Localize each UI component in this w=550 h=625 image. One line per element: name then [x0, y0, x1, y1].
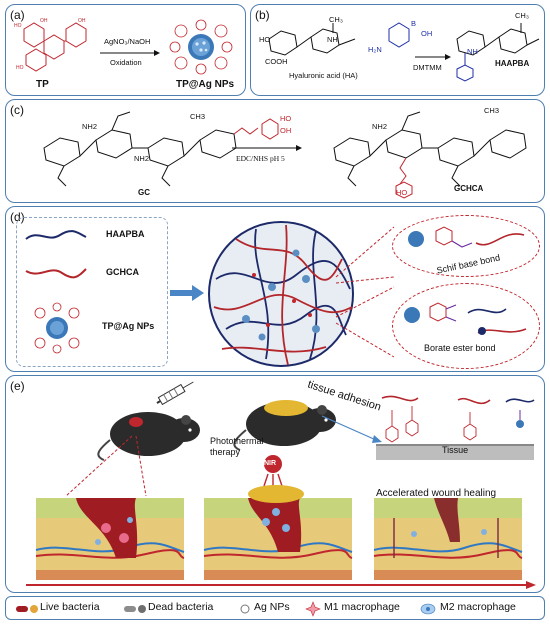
mouse-wounded [97, 412, 200, 461]
ha-nh: NH [327, 35, 338, 44]
dead-bacteria-icon [124, 605, 146, 613]
reagent-a-bottom: Oxidation [110, 58, 142, 67]
apba-molecule [388, 22, 410, 48]
tp-ag-nanoparticle [169, 19, 233, 75]
ha-ch3: CH₃ [329, 15, 343, 24]
reaction-arrow-c [232, 145, 302, 151]
hca-molecule [233, 118, 279, 140]
borate-bond-label: Borate ester bond [424, 343, 496, 353]
process-arrow-d [170, 285, 204, 301]
panel-a: (a) HO OH OH HO TP AgNO₃/NaOH Oxidation TP@… [5, 4, 246, 96]
haapba-chain-icon [25, 230, 87, 240]
ha-cooh: COOH [265, 57, 288, 66]
tp-label: TP [36, 79, 49, 90]
tissue-block [376, 444, 534, 460]
reagent-b: DMTMM [413, 63, 442, 72]
schiff-bond-structure [408, 226, 525, 248]
skin-section-therapy [203, 485, 353, 580]
nir-label: NIR [264, 460, 277, 467]
legend-dead-bacteria: Dead bacteria [148, 601, 214, 613]
legend-m1-macrophage: M1 macrophage [324, 601, 400, 613]
component-tp-ag: TP@Ag NPs [102, 321, 155, 331]
zoom-lines [335, 226, 395, 358]
tp-ag-icon [34, 302, 80, 354]
reaction-arrow-a [100, 50, 160, 56]
gchca-chain-icon [25, 268, 87, 279]
panel-e-label: (e) [10, 379, 25, 393]
hca-ho: HO [280, 114, 292, 123]
m2-macrophage-icon [420, 603, 436, 615]
legend-m2-macrophage: M2 macrophage [440, 601, 516, 613]
hca-oh: OH [280, 126, 292, 135]
ag-np-icon [240, 604, 250, 614]
gchca-ch3: CH3 [484, 106, 500, 115]
photothermal-label: Photothermal therapy [210, 436, 264, 457]
ha-label: Hyaluronic acid (HA) [289, 71, 358, 80]
component-haapba: HAAPBA [106, 229, 145, 239]
hydrogel-network [208, 221, 354, 367]
gchca-label: GCHCA [454, 184, 484, 193]
components-box [16, 217, 168, 367]
panel-d: (d) HAAPBA GCHCA TP@Ag NPs [5, 206, 545, 372]
adhesion-arrow [321, 415, 382, 443]
legend-live-bacteria: Live bacteria [40, 601, 100, 613]
tp-ag-label: TP@Ag NPs [176, 79, 235, 90]
apba-b: B [411, 19, 417, 28]
component-gchca: GCHCA [106, 267, 139, 277]
healing-label: Accelerated wound healing [376, 488, 497, 499]
apba-h2n: H₂N [368, 45, 382, 54]
legend-ag-nps: Ag NPs [254, 601, 290, 613]
svg-text:HO: HO [14, 23, 22, 29]
panel-c: (c) NH2 NH2 CH3 GC HO OH EDC/NHS pH 5 [5, 99, 545, 203]
timeline-arrow [26, 581, 536, 589]
mouse-adhesion [233, 400, 336, 451]
panel-b-label: (b) [255, 8, 270, 22]
svg-text:OH: OH [40, 18, 48, 24]
syringe-icon [156, 381, 194, 406]
live-bacteria-icon [16, 605, 38, 613]
panel-c-label: (c) [10, 103, 24, 117]
panel-e: (e) tissue adhesion [5, 375, 545, 593]
nir-icon [263, 455, 283, 487]
skin-section-wound [35, 498, 185, 580]
gchca-molecule [333, 111, 527, 199]
haapba-nh: NH [467, 47, 478, 56]
borate-bond-bubble [392, 283, 540, 369]
gc-molecule [43, 111, 237, 187]
gchca-ho: HO [396, 188, 408, 197]
reaction-arrow-b [415, 54, 451, 60]
apba-oh: OH [421, 29, 433, 38]
tissue-label: Tissue [442, 445, 469, 455]
ha-molecule [268, 23, 356, 56]
reagent-c: EDC/NHS pH 5 [236, 154, 285, 163]
schiff-bond-bubble [392, 215, 540, 277]
reagent-a-top: AgNO₃/NaOH [104, 37, 151, 46]
panel-b: (b) CH₃ NH COOH HO Hyaluronic acid (HA) … [250, 4, 545, 96]
svg-text:HO: HO [16, 65, 24, 71]
haapba-label: HAAPBA [495, 59, 530, 68]
m1-macrophage-icon [305, 601, 321, 617]
borate-bond-structure [404, 302, 527, 335]
zoom-lines-e [65, 435, 147, 497]
panel-a-label: (a) [10, 8, 25, 22]
adhesion-chains [381, 395, 535, 443]
gc-ch3: CH3 [190, 112, 206, 121]
haapba-molecule [456, 23, 540, 82]
gc-nh2-a: NH2 [82, 122, 98, 131]
tp-molecule: HO OH OH HO [14, 18, 87, 72]
svg-text:OH: OH [78, 18, 86, 24]
gc-label: GC [138, 188, 150, 197]
gc-nh2-b: NH2 [134, 154, 150, 163]
legend: Live bacteria Dead bacteria Ag NPs M1 ma… [5, 596, 545, 620]
gchca-nh2: NH2 [372, 122, 388, 131]
ha-ho: HO [259, 35, 271, 44]
haapba-ch3: CH₃ [515, 11, 529, 20]
skin-section-healed [373, 498, 523, 580]
